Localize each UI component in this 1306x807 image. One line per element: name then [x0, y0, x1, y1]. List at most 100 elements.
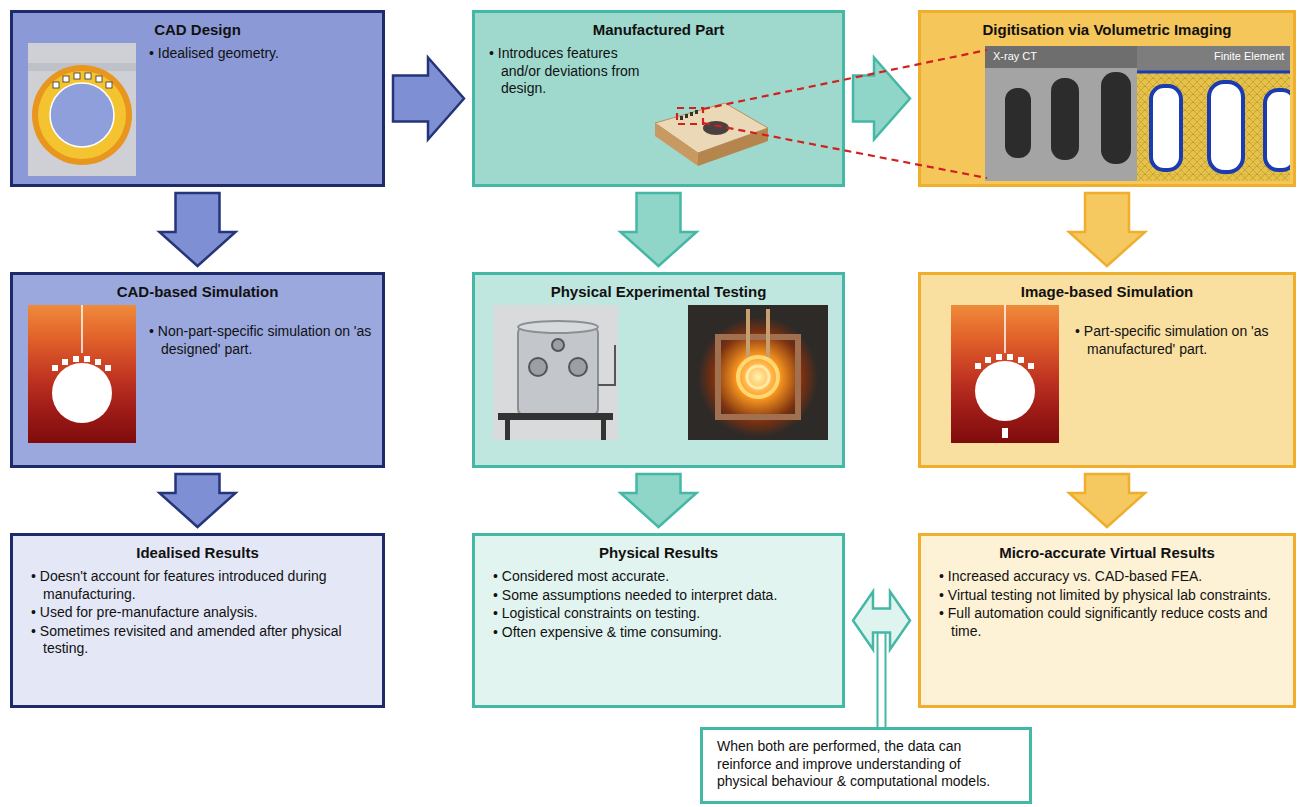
plate-photo-part — [680, 110, 698, 120]
bullet-text: • Introduces features and/or deviations … — [489, 45, 651, 98]
plate-photo-part-part — [680, 116, 683, 120]
cad-heatmap-part-part — [52, 365, 58, 371]
cad-heatmap-part — [52, 363, 112, 423]
box-heading: Manufactured Part — [489, 21, 828, 39]
cad-ring-image — [28, 43, 136, 176]
zoom-leader-lines-part-part — [703, 50, 987, 109]
cad-heatmap-part-part — [62, 359, 68, 365]
ct-fe-image-part — [985, 68, 1137, 181]
bullet-text: • Increased accuracy vs. CAD-based FEA. — [939, 568, 1279, 586]
note-box: When both are performed, the data can re… — [700, 727, 1032, 804]
image-heatmap-part — [951, 305, 1059, 443]
image-heatmap-part-part — [1028, 363, 1034, 369]
plate-photo-part-part — [685, 114, 688, 118]
box-heading: Micro-accurate Virtual Results — [935, 544, 1279, 562]
lab-photos — [493, 305, 833, 440]
block-arrow — [160, 474, 236, 527]
zoom-leader-lines-part-part — [677, 108, 703, 124]
lab-photos-part — [518, 327, 598, 415]
cad-ring-image-part — [53, 73, 112, 88]
box-heading: Physical Results — [489, 544, 828, 562]
bullet-text: • Part-specific simulation on 'as manufa… — [1075, 323, 1287, 358]
bullet-text: • Full automation could significantly re… — [939, 605, 1279, 640]
zoom-leader-lines-part — [677, 50, 987, 178]
result-box: Physical Results • Considered most accura… — [472, 533, 845, 708]
plate-photo — [650, 98, 770, 178]
block-arrow — [393, 58, 464, 140]
box-heading: Physical Experimental Testing — [489, 283, 828, 301]
cad-heatmap-part — [28, 305, 136, 443]
image-heatmap-part-part — [1007, 354, 1013, 360]
cad-heatmap-part — [81, 305, 83, 353]
lab-photos-part — [718, 337, 798, 417]
image-heatmap-part — [975, 361, 1035, 421]
cad-ring-image-part — [28, 43, 136, 176]
image-heatmap-part-part — [985, 357, 991, 363]
process-box: CAD-based Simulation• Non-part-specific … — [10, 272, 385, 468]
lab-photos-part — [598, 345, 615, 385]
cad-heatmap-part-part — [73, 356, 79, 362]
bullet-text: • Considered most accurate. — [493, 568, 828, 586]
image-heatmap-part-part — [996, 354, 1002, 360]
bullet-text: • Idealised geometry. — [149, 45, 376, 63]
lab-photos-part — [529, 358, 547, 376]
ct-fe-image-part — [985, 46, 1137, 181]
lab-photos-part — [688, 305, 828, 440]
bullet-text: • Virtual testing not limited by physica… — [939, 587, 1279, 605]
cad-ring-image-part — [38, 71, 126, 159]
box-heading: CAD Design — [27, 21, 368, 39]
ct-fe-image-part — [1005, 72, 1131, 164]
image-heatmap — [951, 305, 1059, 443]
ct-fe-image-part-part — [1101, 72, 1131, 164]
bullet-text: • Some assumptions needed to interpret d… — [493, 587, 828, 605]
ct-fe-image-part — [1137, 71, 1290, 74]
ct-fe-image-part — [1151, 82, 1290, 172]
block-arrow — [1069, 474, 1145, 527]
box-heading: Idealised Results — [27, 544, 368, 562]
cad-heatmap-part-part — [105, 365, 111, 371]
note-text: When both are performed, the data can re… — [717, 738, 1015, 791]
result-box: Idealised Results• Doesn't account for f… — [10, 533, 385, 708]
cad-heatmap — [28, 305, 136, 443]
lab-photos-part — [505, 413, 510, 440]
plate-photo-part-part — [690, 112, 693, 116]
lab-photos-part — [552, 339, 564, 351]
image-heatmap-part-part — [975, 363, 981, 369]
process-box: Digitisation via Volumetric Imaging — [918, 10, 1296, 187]
ct-fe-image-part-part — [1209, 82, 1243, 172]
bullet-text: • Sometimes revisited and amended after … — [31, 623, 368, 658]
cad-heatmap-part-part — [95, 359, 101, 365]
block-arrow — [621, 474, 697, 527]
cad-ring-image-part-part — [74, 73, 80, 79]
image-heatmap-part-part — [1018, 357, 1024, 363]
lab-photos-part — [493, 305, 618, 440]
process-box: Image-based Simulation • Part-specific si… — [918, 272, 1296, 468]
box-heading: CAD-based Simulation — [27, 283, 368, 301]
bullet-text: • Logistical constraints on testing. — [493, 605, 828, 623]
bullet-text: • Often expensive & time consuming. — [493, 624, 828, 642]
image-heatmap-part-part — [1002, 428, 1008, 438]
process-box: CAD Design • Idealised geometry. — [10, 10, 385, 187]
cad-ring-image-part-part — [53, 82, 59, 88]
lab-photos-part — [738, 357, 778, 397]
zoom-leader-lines-part-part — [703, 123, 987, 178]
cad-ring-image-part — [32, 65, 132, 165]
lab-photos-part — [698, 317, 818, 437]
plate-photo-part-part — [695, 110, 698, 114]
cad-ring-image-part-part — [85, 73, 91, 79]
cad-heatmap-part — [52, 356, 111, 371]
image-label: Finite Element — [1214, 50, 1284, 63]
ct-fe-image-part-part — [1151, 86, 1181, 170]
block-arrow — [853, 58, 910, 140]
cad-ring-image-part — [50, 83, 114, 147]
note-link-bar — [878, 628, 886, 729]
cad-ring-image-part-part — [106, 82, 112, 88]
plate-photo-part — [703, 121, 729, 135]
note-link-bar — [878, 628, 886, 729]
box-heading: Image-based Simulation — [935, 283, 1279, 301]
double-block-arrow — [853, 592, 910, 650]
image-label: X-ray CT — [993, 50, 1037, 63]
lab-photos-part — [601, 413, 606, 440]
